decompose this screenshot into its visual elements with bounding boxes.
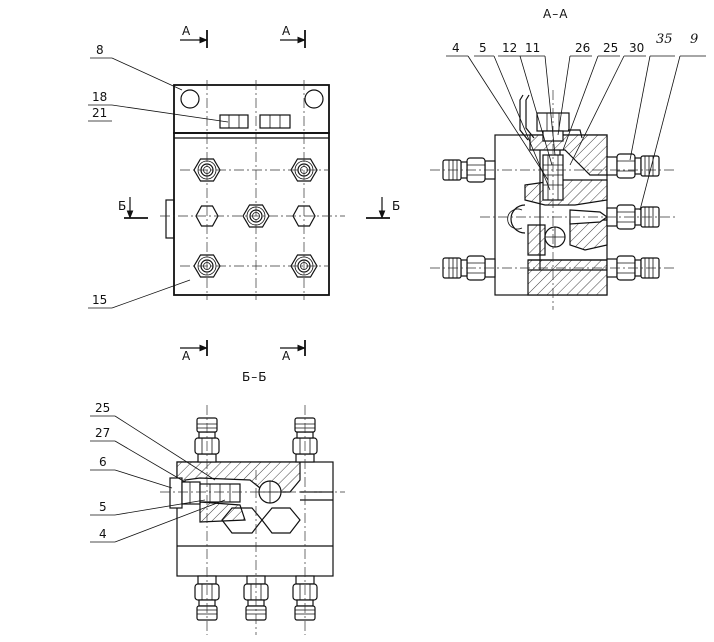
callout-4: 4	[99, 527, 107, 541]
bolt-head	[219, 114, 249, 129]
section-mark: А	[182, 24, 191, 38]
callout-26: 26	[575, 41, 590, 55]
callout-12: 12	[502, 41, 517, 55]
section-mark: А	[282, 24, 291, 38]
callout-9: 9	[690, 32, 698, 47]
lower-hex	[261, 507, 301, 534]
callout-4: 4	[452, 41, 460, 55]
callout-30: 30	[629, 41, 644, 55]
side-plug	[169, 477, 183, 509]
callout-5: 5	[99, 500, 107, 514]
callout-27: 27	[95, 426, 110, 440]
callout-35: 35	[656, 32, 673, 47]
callout-25: 25	[603, 41, 618, 55]
callout-8: 8	[96, 43, 104, 57]
callout-15: 15	[92, 293, 107, 307]
callout-6: 6	[99, 455, 107, 469]
lever-bracket	[519, 94, 529, 141]
callout-25: 25	[95, 401, 110, 415]
section-bb-view: Б–Б	[90, 370, 345, 635]
section-mark: Б	[118, 199, 126, 213]
callout-21: 21	[92, 106, 107, 120]
section-mark: А	[282, 349, 291, 363]
section-aa-view: А–А	[430, 7, 706, 310]
mounting-hole	[180, 89, 200, 109]
section-title: А–А	[543, 7, 568, 21]
callout-18: 18	[92, 90, 107, 104]
side-port	[510, 204, 526, 234]
section-title: Б–Б	[242, 370, 267, 384]
callout-11: 11	[525, 41, 540, 55]
top-plate	[173, 84, 330, 134]
front-view: А А А А Б Б 8 18 21 15	[88, 24, 400, 363]
callout-5: 5	[479, 41, 487, 55]
section-mark: Б	[392, 199, 400, 213]
section-mark: А	[182, 349, 191, 363]
bolt-head	[259, 114, 291, 129]
mounting-hole	[304, 89, 324, 109]
side-plug	[165, 199, 175, 239]
